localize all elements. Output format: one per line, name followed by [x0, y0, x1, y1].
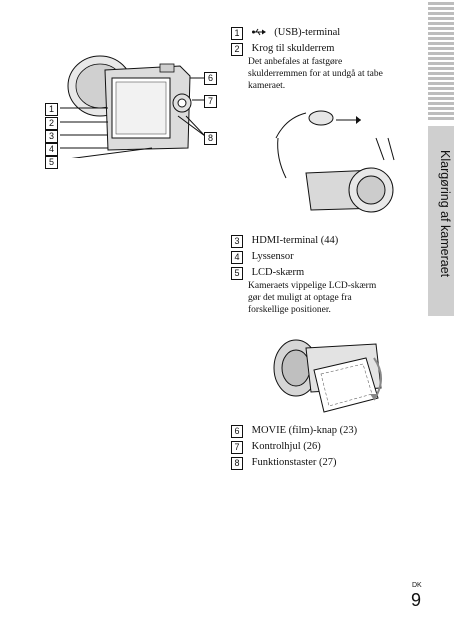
item-6-number: 6	[231, 425, 243, 438]
camera-rear-illustration	[60, 55, 206, 158]
callout-1: 1	[45, 103, 58, 116]
item-1-label: (USB)-terminal	[274, 27, 341, 38]
item-2-description: Det anbefales at fastgøre skulderremmen …	[248, 56, 383, 92]
item-8-number: 8	[231, 457, 243, 470]
item-2: 2 Krog til skulderrem	[231, 42, 334, 56]
callout-2: 2	[45, 117, 58, 130]
desc-line: forskellige positioner.	[248, 305, 331, 315]
item-8-label: Funktionstaster (27)	[251, 457, 337, 468]
callout-5: 5	[45, 156, 58, 169]
item-5-description: Kameraets vippelige LCD-skærm gør det mu…	[248, 280, 376, 316]
callout-3: 3	[45, 130, 58, 143]
item-3: 3 HDMI-terminal (44)	[231, 234, 338, 248]
item-5-number: 5	[231, 267, 243, 280]
usb-icon	[251, 27, 266, 40]
item-4-number: 4	[231, 251, 243, 264]
tilting-lcd-illustration	[273, 339, 382, 413]
desc-line: gør det muligt at optage fra	[248, 293, 352, 303]
item-4-label: Lyssensor	[251, 251, 294, 262]
callout-6: 6	[204, 72, 217, 85]
item-5: 5 LCD-skærm	[231, 266, 304, 280]
tab-block	[428, 126, 454, 316]
item-3-number: 3	[231, 235, 243, 248]
item-7: 7 Kontrolhjul (26)	[231, 440, 321, 454]
callout-7: 7	[204, 95, 217, 108]
item-7-number: 7	[231, 441, 243, 454]
desc-line: skulderremmen for at undgå at tabe	[248, 69, 383, 79]
item-8: 8 Funktionstaster (27)	[231, 456, 337, 470]
item-4: 4 Lyssensor	[231, 250, 294, 264]
item-3-label: HDMI-terminal (44)	[251, 235, 339, 246]
item-6-label: MOVIE (film)-knap (23)	[251, 425, 358, 436]
item-2-number: 2	[231, 43, 243, 56]
item-2-label: Krog til skulderrem	[251, 43, 335, 54]
page-language: DK	[412, 582, 422, 589]
item-6: 6 MOVIE (film)-knap (23)	[231, 424, 357, 438]
desc-line: kameraet.	[248, 81, 286, 91]
strap-illustration	[275, 110, 395, 213]
decorative-stripes	[428, 2, 454, 122]
callout-8: 8	[204, 132, 217, 145]
item-7-label: Kontrolhjul (26)	[251, 441, 321, 452]
page-number: 9	[411, 590, 422, 610]
side-tab: Klargøring af kameraet	[428, 0, 454, 640]
item-5-label: LCD-skærm	[251, 267, 305, 278]
desc-line: Det anbefales at fastgøre	[248, 57, 343, 67]
item-1: 1 (USB)-terminal	[231, 26, 340, 40]
desc-line: Kameraets vippelige LCD-skærm	[248, 281, 377, 291]
item-1-number: 1	[231, 27, 243, 40]
section-label: Klargøring af kameraet	[438, 150, 452, 278]
callout-4: 4	[45, 143, 58, 156]
